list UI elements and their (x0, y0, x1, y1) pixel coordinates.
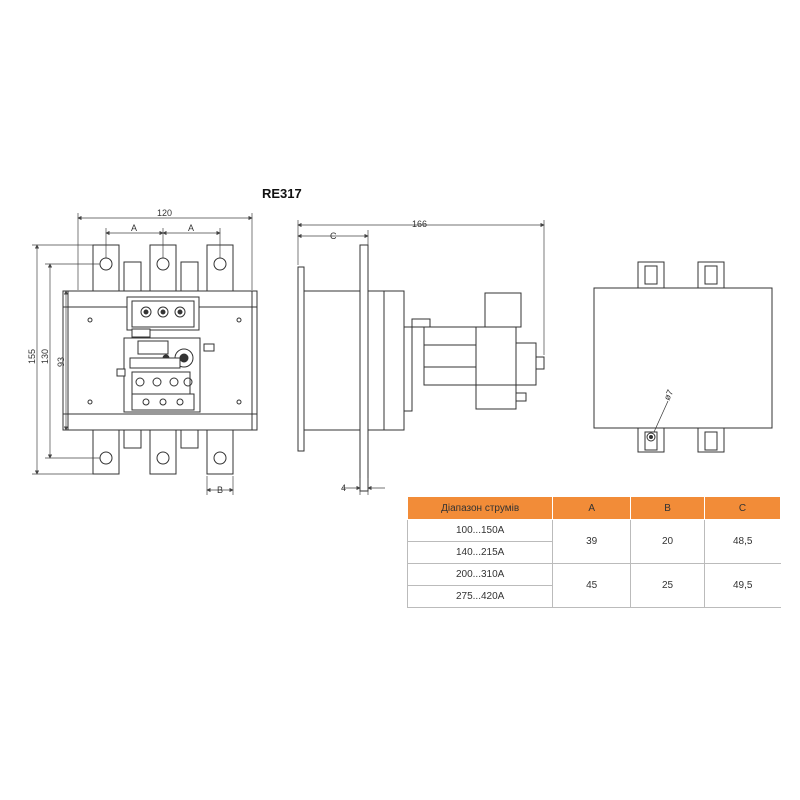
side-view (297, 244, 545, 492)
dim-height-inner-label: 93 (56, 357, 66, 367)
value-a-cell: 39 (552, 519, 632, 564)
rear-view (593, 261, 773, 453)
table-row: 100...150A 39 20 48,5 (406, 519, 781, 564)
dim-height-total-label: 155 (27, 349, 37, 364)
range-cell: 140...215A (406, 541, 553, 564)
front-dimensions (32, 213, 253, 495)
front-view (62, 244, 258, 475)
value-b-cell: 20 (630, 519, 705, 564)
dim-pitch-right-label: A (188, 223, 194, 233)
dim-depth-label: 166 (412, 219, 427, 229)
value-c-cell: 49,5 (704, 563, 781, 608)
table-row: 200...310A 45 25 49,5 (406, 563, 781, 608)
dim-terminal-label: B (217, 485, 223, 495)
header-b: B (630, 496, 705, 520)
bottom-terminals (92, 429, 234, 475)
header-current-range: Діапазон струмів (406, 496, 554, 520)
relay-module (116, 296, 215, 413)
model-title: RE317 (262, 186, 302, 201)
value-c-cell: 48,5 (704, 519, 781, 564)
header-a: A (552, 496, 632, 520)
header-c: C (703, 496, 782, 520)
hole-diameter-label: ø7 (662, 388, 676, 402)
value-b-cell: 25 (630, 563, 705, 608)
value-a-cell: 45 (552, 563, 632, 608)
range-cell: 200...310A (406, 563, 553, 586)
dim-plate-label: 4 (341, 483, 346, 493)
dim-offset-label: C (330, 231, 337, 241)
dim-width-label: 120 (157, 208, 172, 218)
dimensions-table: Діапазон струмів A B C 100...150A 39 20 … (406, 496, 782, 608)
table-row: 275...420A (406, 585, 781, 608)
dim-pitch-left-label: A (131, 223, 137, 233)
side-dimensions (297, 220, 545, 495)
range-cell: 275...420A (406, 585, 553, 608)
dim-height-mid-label: 130 (40, 349, 50, 364)
range-cell: 100...150A (406, 519, 553, 542)
table-header-row: Діапазон струмів A B C (406, 496, 782, 520)
